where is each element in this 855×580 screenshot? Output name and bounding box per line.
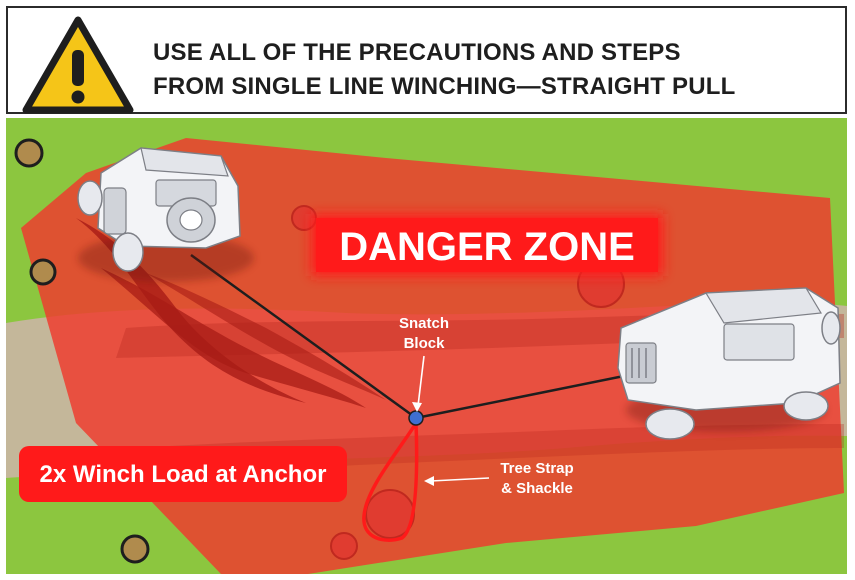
snatch-block-label-line-1: Snatch xyxy=(399,315,449,332)
winching-vehicle xyxy=(617,287,841,440)
banner-text: USE ALL OF THE PRECAUTIONS AND STEPS FRO… xyxy=(153,36,735,104)
winch-load-label-bg xyxy=(19,446,347,502)
tree-strap-icon xyxy=(362,417,419,542)
warning-triangle-icon xyxy=(22,16,134,114)
tire-rut xyxy=(146,273,386,400)
winch-load-label: 2x Winch Load at Anchor xyxy=(40,461,327,488)
snatch-block-icon xyxy=(408,410,424,426)
banner-line-1: USE ALL OF THE PRECAUTIONS AND STEPS xyxy=(153,39,681,66)
tree-strap-arrowhead xyxy=(424,476,434,486)
rock xyxy=(120,534,150,564)
winch-line xyxy=(190,253,417,420)
danger-zone-label-bg xyxy=(316,218,658,272)
snatch-block-label-line-2: Block xyxy=(404,335,446,352)
tree-strap-arrow xyxy=(430,477,490,482)
stuck-vehicle xyxy=(77,147,254,282)
banner-line-2: FROM SINGLE LINE WINCHING—STRAIGHT PULL xyxy=(153,73,736,100)
winch-line xyxy=(415,374,625,420)
tire-rut xyxy=(101,268,366,408)
winching-scene: DANGER ZONE Snatch Block Tree Strap & Sh… xyxy=(6,118,847,574)
tree-stump xyxy=(330,532,358,560)
tree-strap-label-line-1: Tree Strap xyxy=(500,460,573,477)
warning-banner: USE ALL OF THE PRECAUTIONS AND STEPS FRO… xyxy=(6,6,847,114)
scene-diagram: DANGER ZONE Snatch Block Tree Strap & Sh… xyxy=(6,118,847,574)
danger-zone-label: DANGER ZONE xyxy=(339,225,635,269)
snatch-block-arrow xyxy=(417,355,425,407)
snatch-block-arrowhead xyxy=(412,402,422,412)
rock xyxy=(14,138,44,168)
rock xyxy=(29,258,57,286)
tree-strap-label-line-2: & Shackle xyxy=(501,480,573,497)
